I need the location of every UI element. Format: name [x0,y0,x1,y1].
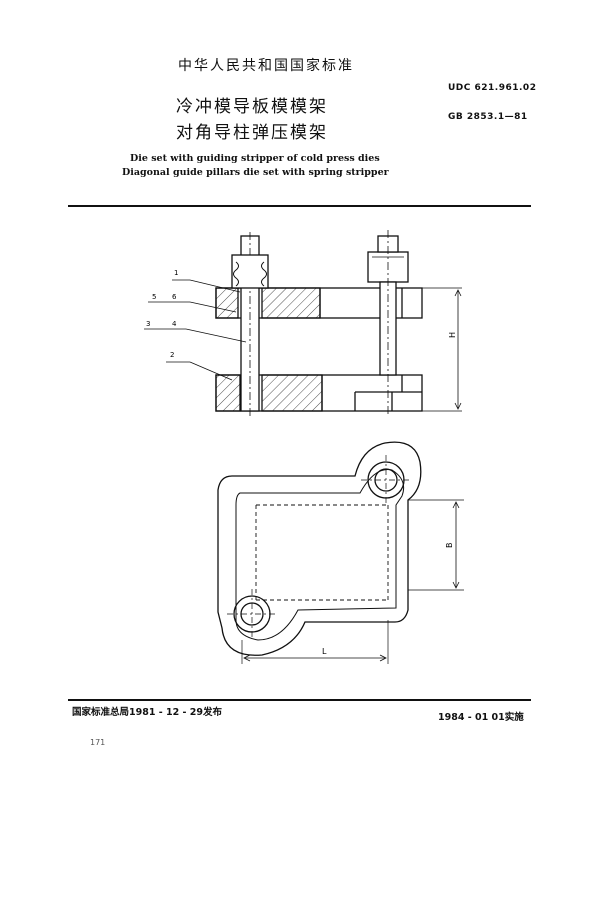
plan-view [217,441,464,664]
bottom-rule [68,699,531,701]
dimension-b-label: B [445,543,454,549]
issued-date: 国家标准总局1981 - 12 - 29发布 [72,707,222,718]
gb-standard-number: GB 2853.1—81 [448,112,528,122]
technical-drawing: 1 5 6 3 4 2 H B L [144,230,464,664]
callout-5: 5 [152,293,156,301]
lower-plate-hatch-right [261,374,323,412]
upper-plate-hatch-left [215,287,239,319]
callout-3: 3 [146,320,150,328]
title-english-line1: Die set with guiding stripper of cold pr… [130,153,380,164]
udc-code: UDC 621.961.02 [448,83,537,93]
title-chinese-line2: 对角导柱弹压模架 [176,123,328,143]
callout-4: 4 [172,320,177,328]
callout-1: 1 [174,269,178,277]
plan-inner-outline [235,468,405,641]
guide-bush [231,254,269,289]
upper-plate-hatch-right [261,287,321,319]
dimension-l-label: L [322,647,327,656]
title-chinese-line1: 冷冲模导板模模架 [176,97,328,117]
national-standard-heading: 中华人民共和国国家标准 [178,58,354,74]
page-number: 171 [90,738,106,747]
section-view [144,230,462,416]
callout-2: 2 [170,351,174,359]
dimension-h-label: H [448,332,457,338]
lower-plate-hatch-left [215,374,241,412]
callout-6: 6 [172,293,177,301]
plan-outer-outline [217,441,422,656]
top-rule [68,205,531,207]
effective-date: 1984 - 01 01实施 [438,712,524,723]
title-english-line2: Diagonal guide pillars die set with spri… [122,167,389,178]
